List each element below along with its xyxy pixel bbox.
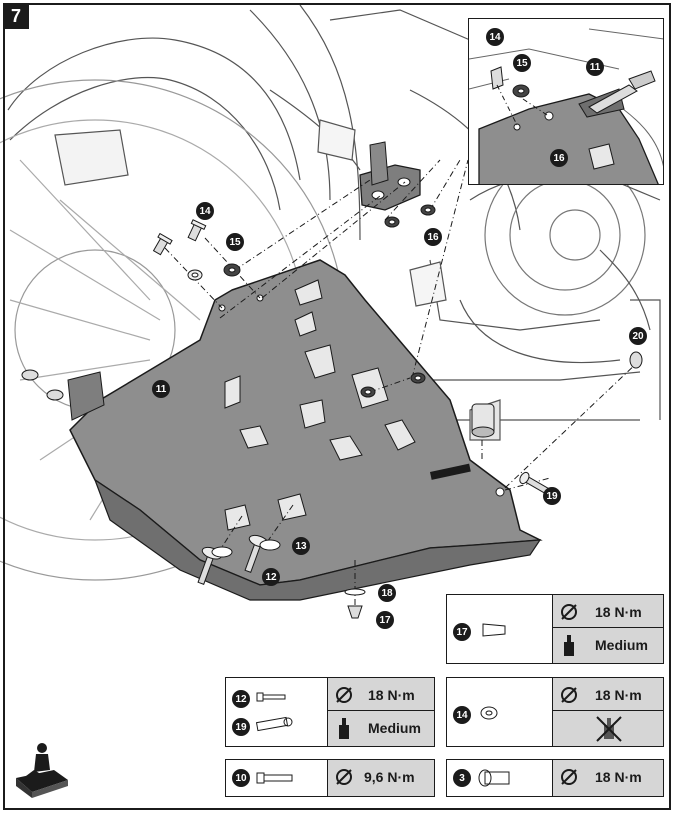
- bolt-14-icon: [480, 706, 498, 720]
- mechanic-skill-icon: [16, 743, 68, 798]
- threadlock-bottle-icon: [564, 635, 574, 656]
- callout-13: 13: [292, 537, 310, 555]
- torque-wrench-icon: [336, 687, 352, 703]
- callout-14: 14: [196, 202, 214, 220]
- fasteners: [21, 204, 643, 619]
- figure-border: [3, 3, 671, 810]
- bolt-19-icon: [256, 716, 293, 732]
- spec-14-torque: 18 N·m: [595, 687, 642, 703]
- spec-17-threadlock: Medium: [595, 637, 648, 653]
- bolt-17-icon: [347, 605, 363, 619]
- threadlock-bottle-icon: [339, 718, 349, 739]
- spec-19-part-number: 19: [232, 718, 250, 736]
- callout-11: 11: [152, 380, 170, 398]
- torque-wrench-icon: [561, 687, 577, 703]
- inset-callout-11: 11: [586, 58, 604, 76]
- spec-box-12-19: 12 19 18 N·m Medium: [225, 677, 435, 747]
- spec-3-torque: 18 N·m: [595, 769, 642, 785]
- spec-box-14: 14 18 N·m: [446, 677, 664, 747]
- torque-wrench-icon: [561, 769, 577, 785]
- callout-16: 16: [424, 228, 442, 246]
- bolt-left-lower-icon: [46, 389, 64, 401]
- no-threadlock-icon: [596, 716, 622, 742]
- spec-12-19-threadlock: Medium: [368, 720, 421, 736]
- spec-10-part-number: 10: [232, 769, 250, 787]
- spec-3-values: 18 N·m: [552, 760, 663, 796]
- spec-17-torque: 18 N·m: [595, 604, 642, 620]
- spec-14-values: 18 N·m: [552, 678, 663, 746]
- bolt-14-icon: [187, 219, 207, 242]
- bolt-17-icon: [482, 623, 506, 637]
- callout-18: 18: [378, 584, 396, 602]
- spec-box-17: 17 18 N·m Medium: [446, 594, 664, 664]
- spec-3-part-number: 3: [453, 769, 471, 787]
- bolt-top-left-icon: [152, 232, 173, 256]
- step-number: 7: [3, 3, 29, 29]
- callout-12: 12: [262, 568, 280, 586]
- inset-illustration: [469, 28, 663, 184]
- callout-20: 20: [629, 327, 647, 345]
- spec-17-values: 18 N·m Medium: [552, 595, 663, 663]
- callout-15: 15: [226, 233, 244, 251]
- spec-12-part-number: 12: [232, 690, 250, 708]
- spec-12-19-torque: 18 N·m: [368, 687, 415, 703]
- bolt-3-icon: [478, 769, 510, 787]
- torque-wrench-icon: [561, 604, 577, 620]
- spec-10-values: 9,6 N·m: [327, 760, 434, 796]
- detail-inset: [468, 18, 664, 185]
- spec-14-part-number: 14: [453, 706, 471, 724]
- bolt-12-icon: [256, 692, 286, 702]
- callout-17: 17: [376, 611, 394, 629]
- spec-10-torque: 9,6 N·m: [364, 769, 415, 785]
- clamp-block: [471, 403, 495, 438]
- inset-callout-15: 15: [513, 54, 531, 72]
- spec-box-3: 3 18 N·m: [446, 759, 664, 797]
- torque-wrench-icon: [336, 769, 352, 785]
- inset-callout-16: 16: [550, 149, 568, 167]
- bolt-10-icon: [256, 772, 293, 784]
- bolt-left-upper-icon: [21, 369, 39, 381]
- spec-12-19-values: 18 N·m Medium: [327, 678, 434, 746]
- callout-19: 19: [543, 487, 561, 505]
- spec-17-part-number: 17: [453, 623, 471, 641]
- spec-box-10: 10 9,6 N·m: [225, 759, 435, 797]
- inset-callout-14: 14: [486, 28, 504, 46]
